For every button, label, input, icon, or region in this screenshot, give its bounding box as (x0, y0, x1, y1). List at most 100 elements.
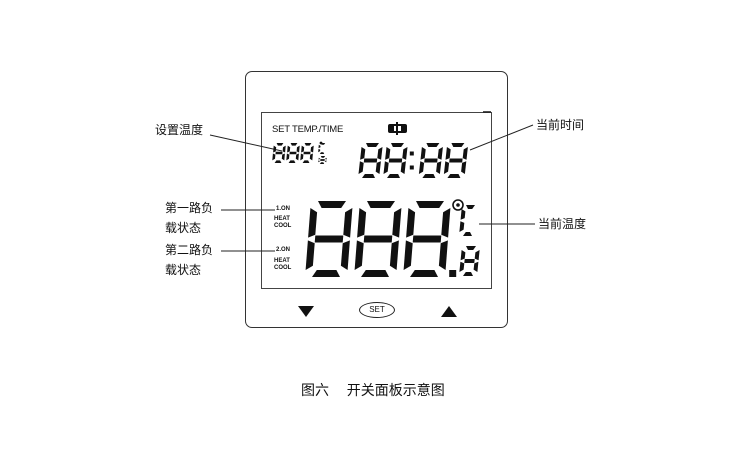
temperature-digit-0-segment-c (340, 240, 350, 270)
temperature-digit-2 (403, 201, 451, 277)
load2-status-text: 2.ON (276, 247, 291, 253)
clock-colon-dot (409, 151, 414, 156)
temperature-digit-display (305, 201, 480, 277)
callout-current-temperature: 当前温度 (538, 217, 587, 231)
switch-panel-outline (245, 71, 508, 328)
clock-digit-2-segment-a (426, 143, 440, 147)
clock-digit-3-segment-d (447, 174, 461, 178)
clock-digit-0 (358, 143, 383, 178)
clock-digit-2-segment-b (437, 147, 443, 160)
clock-digit-1-segment-f (385, 147, 391, 160)
set-temp-digit-2-segment-f (301, 145, 305, 153)
temperature-digit-2-segment-e (403, 240, 413, 270)
clock-digit-1 (383, 143, 408, 178)
set-temp-digit-2 (300, 143, 314, 163)
set-temp-digit-0 (272, 143, 286, 163)
temperature-digit-2-segment-f (406, 208, 416, 238)
set-temp-digit-2-segment-d (302, 160, 310, 163)
set-temp-sub-digit-segment-c (324, 160, 327, 163)
temperature-decimal-point (449, 270, 457, 277)
temperature-decimal-digit-0-segment-e (459, 261, 465, 272)
clock-digit-0-segment-d (362, 174, 375, 178)
temperature-digit-2-segment-b (441, 208, 451, 238)
leader-set-temperature (209, 134, 283, 152)
temperature-digit-1-segment-a (367, 201, 395, 208)
set-temp-digit-0-segment-d (274, 160, 282, 163)
clock-digit-2-segment-e (418, 161, 425, 174)
set-temp-digit-2-segment-a (304, 143, 312, 146)
small-degree-icon (319, 141, 323, 145)
clock-digit-0-segment-a (366, 143, 379, 147)
set-temp-digit-2-segment-b (310, 145, 314, 153)
callout-set-temperature: 设置温度 (155, 123, 204, 137)
temperature-digit-1-segment-e (354, 240, 364, 270)
clock-icon (388, 122, 407, 135)
temperature-digit-1-segment-g (363, 235, 393, 243)
temperature-digit-1-segment-d (361, 270, 389, 277)
temperature-digit-0-segment-g (314, 235, 344, 243)
clock-digit-2-segment-d (422, 174, 436, 178)
clock-digit-3-segment-g (449, 158, 463, 163)
degree-c-unit-segment-d (463, 232, 472, 236)
set-temp-sub-digit-segment-a (320, 156, 326, 158)
temperature-decimal-digit-0 (459, 246, 480, 276)
set-temp-sub-digit-segment-g (320, 159, 325, 161)
degree-c-unit-segment-e (459, 221, 465, 232)
set-temp-digit-0-segment-e (272, 153, 276, 161)
callout-load1-status: 第一路负 载状态 (165, 201, 214, 235)
up-arrow-button[interactable] (441, 306, 457, 317)
clock-digit-2-segment-c (436, 161, 442, 174)
figure-caption: 图六 开关面板示意图 (301, 383, 445, 399)
lcd-screen (261, 112, 492, 289)
set-button[interactable]: SET (359, 302, 395, 318)
clock-digit-3-segment-f (445, 147, 451, 160)
clock-digit-1-segment-e (383, 161, 389, 174)
set-temp-digit-1-segment-a (290, 143, 298, 146)
temperature-digit-1 (354, 201, 402, 277)
clock-digit-1-segment-d (387, 174, 400, 178)
clock-digit-0-segment-b (377, 147, 383, 160)
temperature-decimal-digit-0-segment-d (463, 272, 473, 276)
clock-digit-0-segment-c (375, 161, 381, 174)
temperature-decimal-digit-0-segment-c (473, 261, 479, 272)
clock-digit-3-segment-a (451, 143, 465, 147)
load2-status: 2.ON (276, 247, 290, 254)
temperature-digit-2-segment-g (412, 235, 442, 243)
set-temp-time-label: SET TEMP./TIME (272, 124, 344, 135)
clock-digit-0-segment-e (358, 161, 364, 174)
set-temp-digit-1 (286, 143, 300, 163)
set-temp-digit-0-segment-c (281, 153, 285, 161)
set-temp-digit-1-segment-f (287, 145, 291, 153)
set-temp-sub-digit (318, 156, 327, 164)
temperature-digit-0-segment-b (343, 208, 353, 238)
clock-digit-display (358, 143, 468, 178)
temperature-decimal-digit-0-segment-b (474, 250, 480, 261)
clock-digit-1-segment-g (388, 158, 403, 163)
set-temp-degree-c-unit-segment-e (318, 148, 321, 153)
load2-mode: HEAT COOL (274, 258, 292, 271)
clock-digit-0-segment-f (360, 147, 366, 160)
clock-digit-3 (443, 143, 468, 178)
clock-digit-2-segment-f (420, 147, 426, 160)
set-temp-sub-digit-segment-e (318, 160, 321, 163)
temperature-digit-2-segment-c (438, 240, 448, 270)
set-temp-digit-1-segment-d (288, 160, 296, 163)
clock-digit-0-segment-g (363, 158, 378, 163)
set-temp-digit-1-segment-g (289, 151, 297, 155)
callout-load2-status: 第二路负 载状态 (165, 243, 214, 277)
temperature-digit-2-segment-a (416, 201, 444, 208)
set-temp-digit-2-segment-g (303, 151, 311, 155)
clock-colon-dot (409, 165, 414, 170)
clock-digit-3-segment-c (461, 161, 467, 174)
set-temp-digit-1-segment-b (296, 145, 300, 153)
degree-c-unit-segment-a (466, 205, 475, 209)
set-temp-degree-c-unit (318, 143, 326, 154)
clock-digit-2 (418, 143, 443, 178)
degree-c-unit-segment-f (460, 209, 466, 220)
clock-digit-2-segment-g (424, 158, 438, 163)
load1-status: 1.ON (276, 206, 290, 213)
temperature-digit-1-segment-f (357, 208, 367, 238)
set-temp-digit-0-segment-b (282, 145, 286, 153)
down-arrow-button[interactable] (298, 306, 314, 317)
